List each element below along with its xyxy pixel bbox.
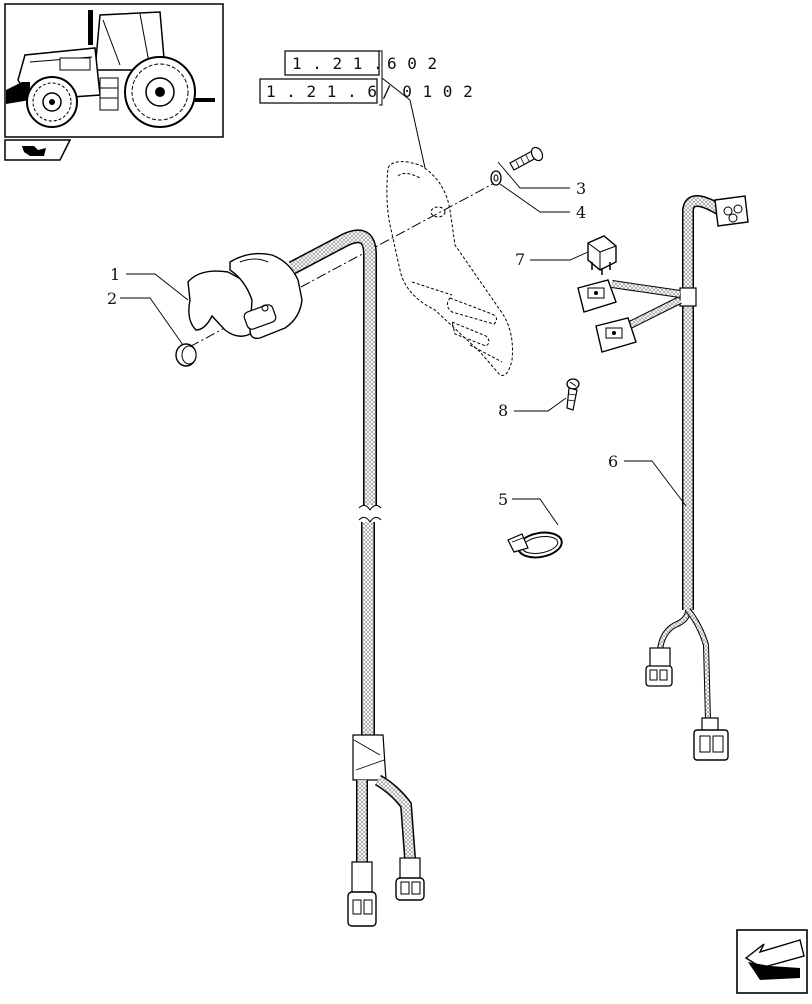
reference-2-boxed: 1 . 2 1 . 6: [266, 82, 377, 101]
part-8-screw[interactable]: [566, 378, 580, 411]
mounting-bracket: [386, 161, 513, 376]
callout-2: 2: [107, 289, 117, 308]
part-6-harness[interactable]: [577, 195, 749, 761]
part-3-bolt[interactable]: [509, 145, 545, 171]
reference-label-1[interactable]: 1 . 2 1 . 6 0 2: [284, 50, 438, 76]
part-7-relay[interactable]: [587, 235, 617, 275]
part-5-cable-tie[interactable]: [507, 529, 564, 560]
reference-label-2[interactable]: 1 . 2 1 . 6 / 0 1 0 2: [259, 78, 473, 104]
callout-7: 7: [515, 250, 525, 269]
leader-lines: [120, 161, 687, 526]
callout-4: 4: [576, 203, 586, 222]
part-4-washer[interactable]: [490, 170, 502, 186]
back-arrow-icon[interactable]: [4, 139, 72, 161]
reference-2-tail: / 0 1 0 2: [382, 82, 473, 101]
callout-5: 5: [498, 490, 508, 509]
reference-1-boxed: 1 . 2 1 .: [292, 54, 383, 73]
part-1-socket-cover[interactable]: [187, 252, 303, 340]
callout-8: 8: [498, 401, 508, 420]
callout-3: 3: [576, 179, 586, 198]
left-harness: [288, 229, 425, 927]
tractor-thumbnail-icon[interactable]: [4, 3, 224, 138]
callout-1: 1: [110, 265, 120, 284]
reference-1-tail: 6 0 2: [387, 54, 438, 73]
next-page-arrow-icon[interactable]: [736, 929, 808, 994]
part-2-nut[interactable]: [175, 343, 197, 367]
callout-6: 6: [608, 452, 618, 471]
